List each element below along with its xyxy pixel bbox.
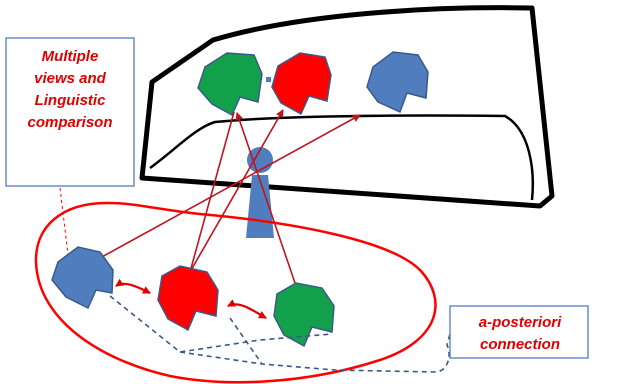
bottom-shape-red: [157, 265, 219, 332]
group-enclosure: [34, 201, 437, 384]
multiple-views-line-1: Multiple: [41, 48, 99, 65]
screen-shape-blue: [366, 51, 429, 114]
bottom-shape-blue: [51, 246, 114, 310]
screen-dot: [266, 77, 271, 82]
screen-shape-red: [271, 52, 332, 116]
bottom-shape-green: [273, 282, 335, 348]
a-posteriori-line-1: a-posteriori: [478, 314, 562, 331]
label-box-views: [5, 37, 135, 187]
a-posteriori-dashes: [109, 295, 451, 373]
screen-shape-green: [197, 52, 263, 117]
label-box-aposteriori: [449, 305, 589, 359]
multiple-views-label: Multiple views and Linguistic comparison: [6, 46, 134, 134]
multiple-views-line-3: Linguistic: [34, 92, 106, 109]
screen-stage-curve: [149, 114, 534, 201]
multiple-views-line-2: views and: [34, 70, 106, 87]
projection-lines: [99, 109, 361, 284]
screen-frame-outer: [139, 5, 555, 209]
viewer-figure: [246, 147, 274, 238]
comparison-arrows: [115, 278, 267, 319]
label-connector: [59, 187, 69, 255]
a-posteriori-label: a-posteriori connection: [455, 312, 585, 356]
a-posteriori-line-2: connection: [479, 336, 560, 353]
multiple-views-line-4: comparison: [27, 114, 113, 131]
